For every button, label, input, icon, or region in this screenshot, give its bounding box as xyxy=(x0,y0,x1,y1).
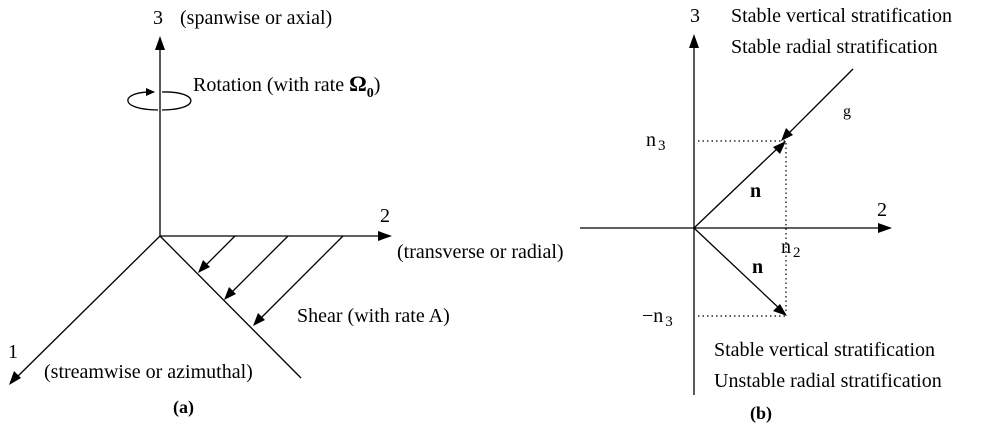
axis-2-number-b: 2 xyxy=(877,199,887,221)
bottom-label-line2: Unstable radial stratification xyxy=(714,370,942,392)
panel-b: 3 Stable vertical stratification Stable … xyxy=(580,5,952,424)
axis-1-arrowhead xyxy=(9,371,21,385)
top-label-line2: Stable radial stratification xyxy=(731,36,938,58)
axis-1-number: 1 xyxy=(8,341,18,363)
axis-2-arrowhead xyxy=(378,231,392,241)
axis-3-arrowhead-b xyxy=(689,34,699,48)
axis-3-number-b: 3 xyxy=(690,5,700,27)
axis-2-number: 2 xyxy=(380,205,390,227)
gravity-arrowhead xyxy=(781,128,793,141)
axis-1-description: (streamwise or azimuthal) xyxy=(44,361,253,383)
axis-1-line xyxy=(13,235,161,381)
rotation-label: Rotation (with rate Ω0) xyxy=(193,71,380,101)
axis-3-arrowhead xyxy=(155,36,165,50)
shear-profile-line xyxy=(159,235,302,379)
n-vector-upper xyxy=(693,145,781,229)
top-label-line1: Stable vertical stratification xyxy=(731,5,952,27)
axis-3-description: (spanwise or axial) xyxy=(180,7,332,29)
axis-3-number: 3 xyxy=(153,7,163,29)
bottom-label-line1: Stable vertical stratification xyxy=(714,339,935,361)
panel-a-caption: (a) xyxy=(173,397,194,418)
shear-arrows xyxy=(198,235,344,326)
n-vector-lower xyxy=(693,227,782,311)
panel-a: 3 (spanwise or axial) Rotation (with rat… xyxy=(8,7,564,418)
panel-b-caption: (b) xyxy=(750,403,772,424)
n-lower-label: n xyxy=(752,256,763,278)
n-vector-lower-arrowhead xyxy=(773,304,787,316)
rotation-icon xyxy=(127,88,192,111)
axis-2-arrowhead-b xyxy=(878,223,892,233)
gravity-line xyxy=(785,68,854,137)
n-upper-label: n xyxy=(750,180,761,202)
shear-label: Shear (with rate A) xyxy=(297,305,450,327)
g-label: g xyxy=(843,103,851,120)
n-vector-upper-arrowhead xyxy=(773,141,786,154)
axis-2-description: (transverse or radial) xyxy=(397,241,564,263)
